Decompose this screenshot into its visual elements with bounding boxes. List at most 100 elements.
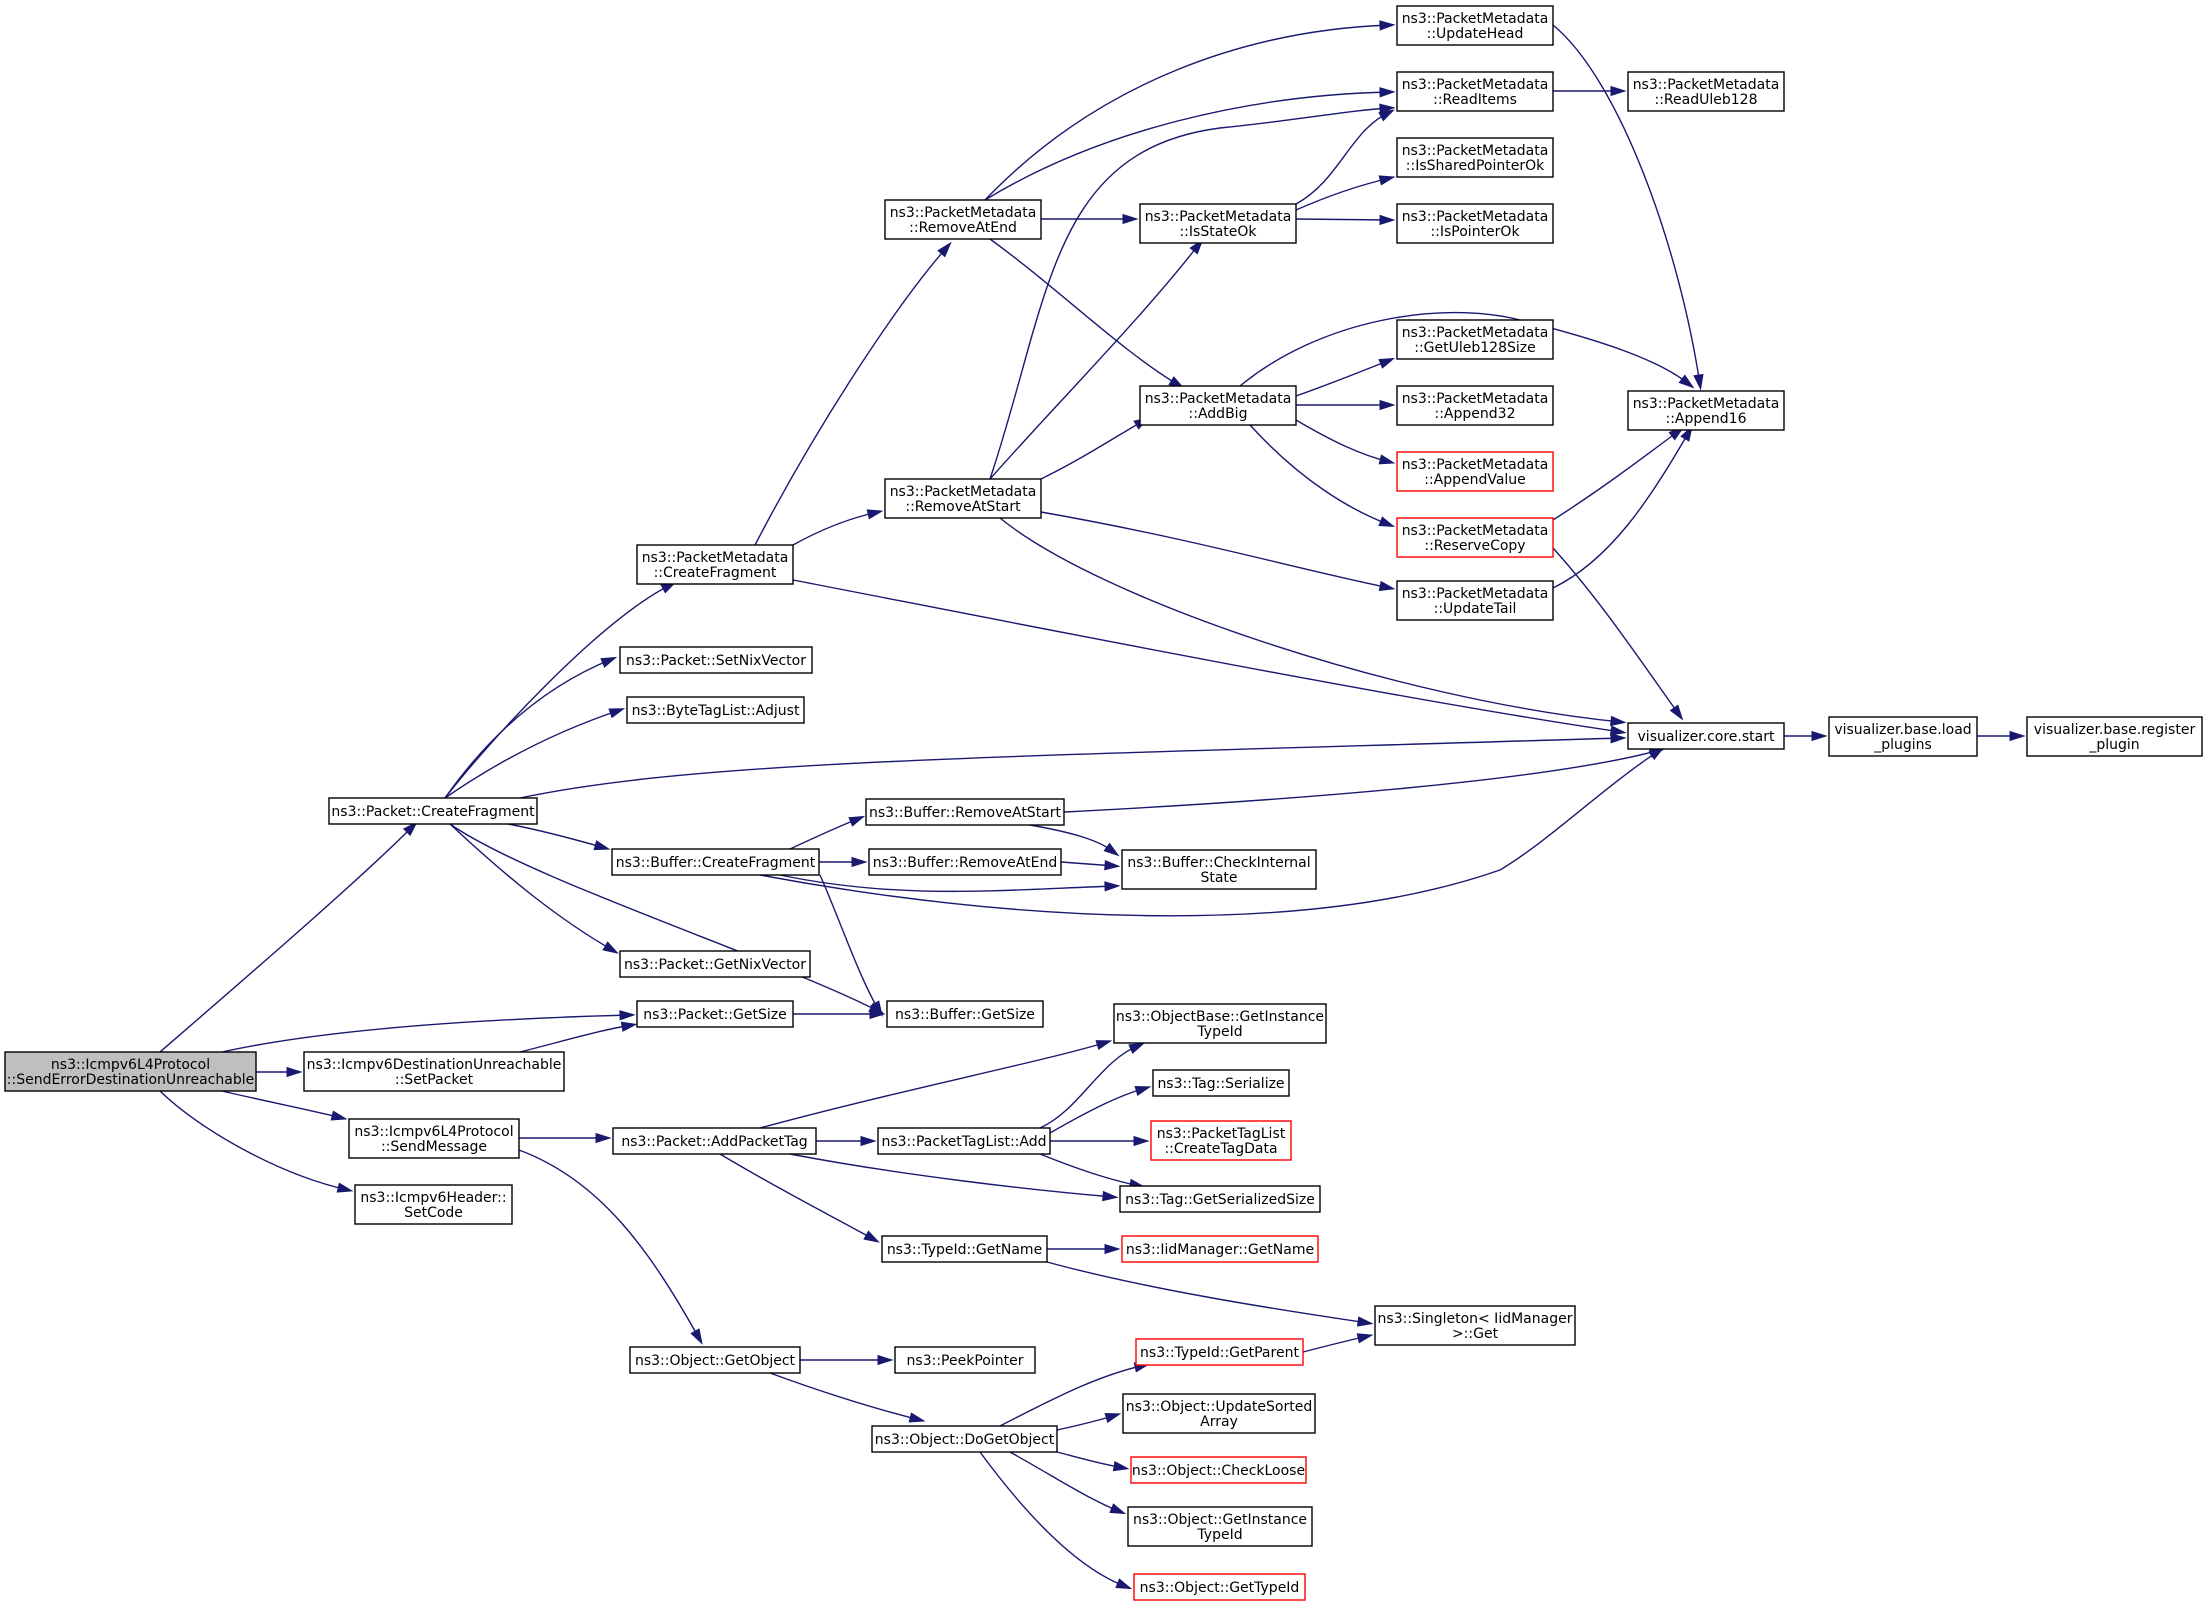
- node-box: [328, 797, 538, 825]
- node-label-line: ::UpdateHead: [1427, 26, 1524, 42]
- node-singleton-get[interactable]: ns3::Singleton< IidManager>::Get: [1374, 1305, 1576, 1346]
- node-obj-checkloose[interactable]: ns3::Object::CheckLoose: [1130, 1456, 1307, 1484]
- node-pkt-getsize[interactable]: ns3::Packet::GetSize: [636, 1000, 794, 1028]
- node-buf-removeatstart[interactable]: ns3::Buffer::RemoveAtStart: [865, 798, 1065, 826]
- arrowhead-pm_addbig-to-pm_appendvalue: [1378, 454, 1396, 465]
- node-pm-addbig[interactable]: ns3::PacketMetadata::AddBig: [1139, 385, 1297, 426]
- node-tag-serialize[interactable]: ns3::Tag::Serialize: [1152, 1069, 1290, 1097]
- node-buf-createfrag[interactable]: ns3::Buffer::CreateFragment: [611, 848, 820, 876]
- node-label-line: State: [1200, 870, 1237, 886]
- node-vis-load[interactable]: visualizer.base.load_plugins: [1828, 716, 1978, 757]
- arrowhead-pm_isstateok-to-pm_isptrok: [1379, 214, 1396, 226]
- node-label-line: >::Get: [1452, 1326, 1499, 1342]
- node-typeid-getname[interactable]: ns3::TypeId::GetName: [881, 1235, 1048, 1263]
- node-pm-createfrag[interactable]: ns3::PacketMetadata::CreateFragment: [636, 544, 794, 585]
- node-pm-readitems[interactable]: ns3::PacketMetadata::ReadItems: [1396, 71, 1554, 112]
- node-pm-appendvalue[interactable]: ns3::PacketMetadata::AppendValue: [1396, 451, 1554, 492]
- node-box: [1374, 1305, 1576, 1346]
- arrowhead-obj_dogetobject-to-obj_checkloose: [1112, 1461, 1130, 1472]
- node-box: [636, 544, 794, 585]
- node-ptl-createtag[interactable]: ns3::PacketTagList::CreateTagData: [1150, 1120, 1292, 1161]
- node-box: [1135, 1338, 1304, 1366]
- node-label-line: ns3::PacketMetadata: [1402, 209, 1549, 225]
- arrowhead-buf_createfrag-to-buf_getsize: [870, 1000, 883, 1017]
- arrowhead-root-to-pkt_createfrag: [402, 821, 418, 837]
- node-box: [612, 1127, 817, 1155]
- node-label-line: ns3::Object::CheckLoose: [1132, 1463, 1305, 1479]
- node-tag-getsersize[interactable]: ns3::Tag::GetSerializedSize: [1119, 1185, 1321, 1213]
- node-label-line: ::CreateTagData: [1164, 1141, 1277, 1157]
- node-pm-issharedptr[interactable]: ns3::PacketMetadata::IsSharedPointerOk: [1396, 137, 1554, 178]
- node-box: [636, 1000, 794, 1028]
- arrowhead-l4_sendmsg-to-obj_getobject: [690, 1328, 703, 1345]
- edge-pm_addbig-to-pm_reservecopy: [1249, 424, 1391, 526]
- node-vis-register[interactable]: visualizer.base.register_plugin: [2026, 716, 2203, 757]
- node-label-line: ns3::PacketMetadata: [1402, 586, 1549, 602]
- node-iid-getname[interactable]: ns3::IidManager::GetName: [1121, 1235, 1319, 1263]
- arrowhead-typeid_getparent-to-singleton_get: [1356, 1333, 1374, 1344]
- arrowhead-obj_getobject-to-peekpointer: [877, 1354, 894, 1366]
- node-hdr-setcode[interactable]: ns3::Icmpv6Header::SetCode: [354, 1184, 513, 1225]
- edge-pm_isstateok-to-pm_isptrok: [1295, 218, 1391, 221]
- node-pm-getuleb[interactable]: ns3::PacketMetadata::GetUleb128Size: [1396, 319, 1554, 360]
- node-label-line: ns3::PacketMetadata: [1633, 396, 1780, 412]
- node-peekpointer[interactable]: ns3::PeekPointer: [894, 1346, 1036, 1374]
- node-label-line: ns3::TypeId::GetName: [887, 1242, 1042, 1258]
- edge-typeid_getname-to-singleton_get: [1046, 1261, 1369, 1324]
- node-label-line: SetCode: [404, 1205, 463, 1221]
- arrowhead-ptl_add-to-ptl_createtag: [1133, 1135, 1150, 1147]
- node-obj-getobject[interactable]: ns3::Object::GetObject: [629, 1346, 801, 1374]
- node-box: [1396, 319, 1554, 360]
- node-label-line: ::UpdateTail: [1434, 601, 1517, 617]
- node-pm-append16[interactable]: ns3::PacketMetadata::Append16: [1627, 390, 1785, 431]
- node-obj-dogetobject[interactable]: ns3::Object::DoGetObject: [871, 1425, 1058, 1453]
- node-label-line: ns3::PacketMetadata: [1145, 391, 1292, 407]
- edge-pm_createfrag-to-pm_removeatstart: [792, 511, 879, 546]
- node-box: [1139, 385, 1297, 426]
- node-box: [868, 848, 1062, 876]
- edge-obj_dogetobject-to-obj_getinstance: [1009, 1451, 1122, 1513]
- node-label-line: ns3::Buffer::CreateFragment: [616, 855, 816, 871]
- node-pkt-createfrag[interactable]: ns3::Packet::CreateFragment: [328, 797, 538, 825]
- node-obj-gettypeid[interactable]: ns3::Object::GetTypeId: [1133, 1573, 1306, 1601]
- node-buf-getsize[interactable]: ns3::Buffer::GetSize: [886, 1000, 1044, 1028]
- node-pm-removeatstart[interactable]: ns3::PacketMetadata::RemoveAtStart: [884, 478, 1042, 519]
- node-label-line: ::AddBig: [1189, 406, 1248, 422]
- node-ptl-add[interactable]: ns3::PacketTagList::Add: [877, 1127, 1051, 1155]
- node-pm-isstateok[interactable]: ns3::PacketMetadata::IsStateOk: [1139, 203, 1297, 244]
- node-btl-adjust[interactable]: ns3::ByteTagList::Adjust: [626, 696, 805, 724]
- node-label-line: ns3::Buffer::RemoveAtEnd: [873, 855, 1057, 871]
- node-pkt-setnix[interactable]: ns3::Packet::SetNixVector: [619, 646, 813, 674]
- node-pm-updatehead[interactable]: ns3::PacketMetadata::UpdateHead: [1396, 5, 1554, 46]
- node-label-line: ns3::Object::DoGetObject: [875, 1432, 1055, 1448]
- arrowhead-obj_getobject-to-obj_dogetobject: [908, 1412, 926, 1423]
- edge-pm_removeatstart-to-pm_readitems: [989, 107, 1391, 480]
- node-pm-isptrok[interactable]: ns3::PacketMetadata::IsPointerOk: [1396, 203, 1554, 244]
- node-label-line: ns3::ObjectBase::GetInstance: [1116, 1009, 1324, 1025]
- node-l4-sendmsg[interactable]: ns3::Icmpv6L4Protocol::SendMessage: [348, 1118, 520, 1159]
- node-box: [348, 1118, 520, 1159]
- node-vis-core-start[interactable]: visualizer.core.start: [1627, 722, 1785, 750]
- node-pm-updatetail[interactable]: ns3::PacketMetadata::UpdateTail: [1396, 580, 1554, 621]
- node-pm-removeatend[interactable]: ns3::PacketMetadata::RemoveAtEnd: [884, 199, 1042, 240]
- node-label-line: ::SendMessage: [381, 1139, 487, 1155]
- arrowhead-pm_addbig-to-pm_append32: [1379, 399, 1396, 411]
- node-pkt-addtag[interactable]: ns3::Packet::AddPacketTag: [612, 1127, 817, 1155]
- node-pm-reservecopy[interactable]: ns3::PacketMetadata::ReserveCopy: [1396, 517, 1554, 558]
- node-label-line: ::ReadItems: [1433, 92, 1517, 108]
- node-typeid-getparent[interactable]: ns3::TypeId::GetParent: [1135, 1338, 1304, 1366]
- node-pm-readuleb[interactable]: ns3::PacketMetadata::ReadUleb128: [1627, 71, 1785, 112]
- node-destun-setpkt[interactable]: ns3::Icmpv6DestinationUnreachable::SetPa…: [303, 1051, 565, 1092]
- node-pkt-getnix[interactable]: ns3::Packet::GetNixVector: [619, 950, 811, 978]
- arrowhead-pm_removeatend-to-pm_readitems: [1379, 87, 1396, 98]
- node-label-line: ::SetPacket: [395, 1072, 474, 1088]
- arrowhead-buf_removeatstart-to-buf_checkinternal: [1103, 842, 1120, 857]
- edge-obj_getobject-to-obj_dogetobject: [769, 1372, 921, 1421]
- edge-root-to-pkt_createfrag: [159, 824, 415, 1053]
- node-buf-removeatend[interactable]: ns3::Buffer::RemoveAtEnd: [868, 848, 1062, 876]
- node-pm-append32[interactable]: ns3::PacketMetadata::Append32: [1396, 385, 1554, 426]
